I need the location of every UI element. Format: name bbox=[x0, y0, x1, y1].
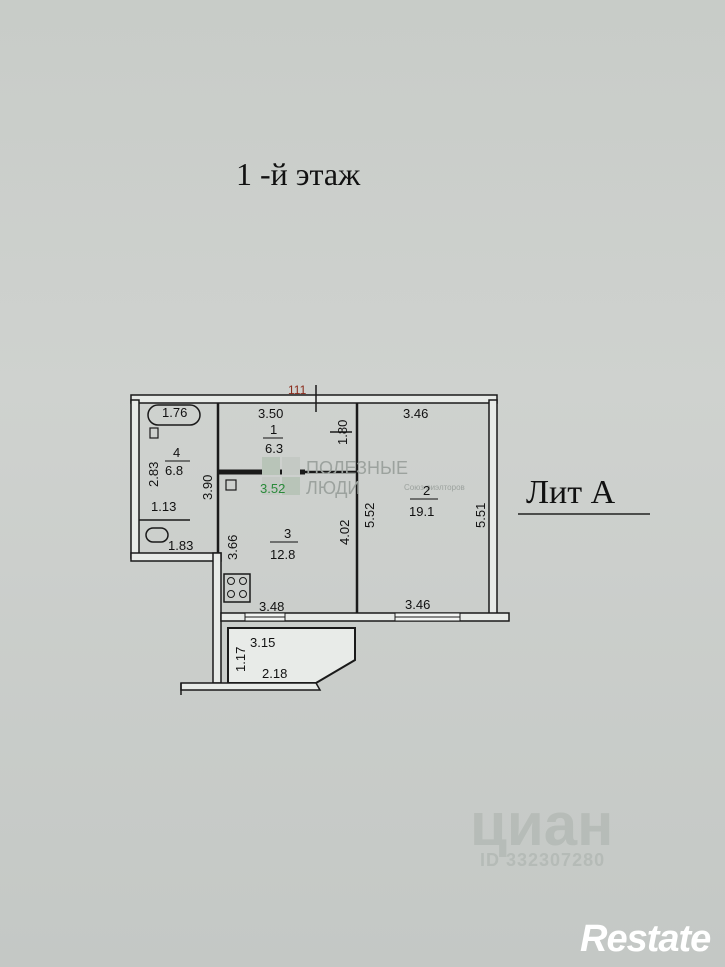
bottom-wall bbox=[220, 612, 510, 622]
lit-label: Лит А bbox=[526, 474, 616, 511]
floor-title: 1 -й этаж bbox=[236, 156, 361, 192]
dim-3-46-bottom: 3.46 bbox=[405, 597, 430, 612]
wall-label: 111 bbox=[288, 383, 307, 397]
dim-1-80: 1.80 bbox=[335, 420, 350, 445]
room-2-area: 19.1 bbox=[409, 504, 434, 519]
restate-logo: Restate bbox=[580, 918, 711, 960]
dim-3-48: 3.48 bbox=[259, 599, 284, 614]
logo-line2: ЛЮДИ bbox=[306, 478, 360, 498]
dim-1-13: 1.13 bbox=[151, 499, 176, 514]
dim-5-52: 5.52 bbox=[362, 503, 377, 528]
room-1-area: 6.3 bbox=[265, 441, 283, 456]
dim-5-51: 5.51 bbox=[473, 503, 488, 528]
bottom-wall-room4 bbox=[130, 552, 222, 562]
outlet-icon bbox=[225, 479, 237, 491]
balcony bbox=[227, 627, 356, 684]
outer-walls bbox=[130, 394, 510, 684]
logo-line1: ПОЛЕЗНЫЕ bbox=[306, 458, 408, 478]
room-1-number: 1 bbox=[270, 422, 277, 437]
left-wall-kitchen bbox=[212, 552, 222, 684]
room-3-number: 3 bbox=[284, 526, 291, 541]
dim-3-15: 3.15 bbox=[250, 635, 275, 650]
right-wall bbox=[488, 399, 498, 616]
balcony-floor bbox=[180, 682, 322, 691]
dim-1-83: 1.83 bbox=[168, 538, 193, 553]
top-wall bbox=[130, 394, 498, 404]
dim-3-52: 3.52 bbox=[260, 481, 285, 496]
dim-2-83: 2.83 bbox=[146, 462, 161, 487]
toilet-icon bbox=[145, 527, 169, 543]
dim-1-76: 1.76 bbox=[162, 405, 187, 420]
dim-3-66: 3.66 bbox=[225, 535, 240, 560]
windows bbox=[244, 612, 461, 622]
dim-3-46-top: 3.46 bbox=[403, 406, 428, 421]
cian-watermark: циан bbox=[470, 791, 614, 858]
room-3-area: 12.8 bbox=[270, 547, 295, 562]
room-4-area: 6.8 bbox=[165, 463, 183, 478]
cian-id-watermark: ID 332307280 bbox=[480, 850, 606, 870]
dim-3-90: 3.90 bbox=[200, 475, 215, 500]
polezny-ludi-logo: ПОЛЕЗНЫЕ ЛЮДИ Союз риэлторов bbox=[262, 457, 465, 498]
logo-sub: Союз риэлторов bbox=[404, 483, 465, 492]
dim-4-02: 4.02 bbox=[337, 520, 352, 545]
sink-icon bbox=[149, 427, 159, 439]
room-2-number: 2 bbox=[423, 483, 430, 498]
dim-1-17: 1.17 bbox=[233, 647, 248, 672]
room-4-number: 4 bbox=[173, 445, 180, 460]
left-wall-room4 bbox=[130, 399, 140, 559]
dim-2-18: 2.18 bbox=[262, 666, 287, 681]
stove-icon bbox=[223, 573, 251, 603]
bathtub-icon bbox=[147, 404, 201, 426]
dim-3-50: 3.50 bbox=[258, 406, 283, 421]
